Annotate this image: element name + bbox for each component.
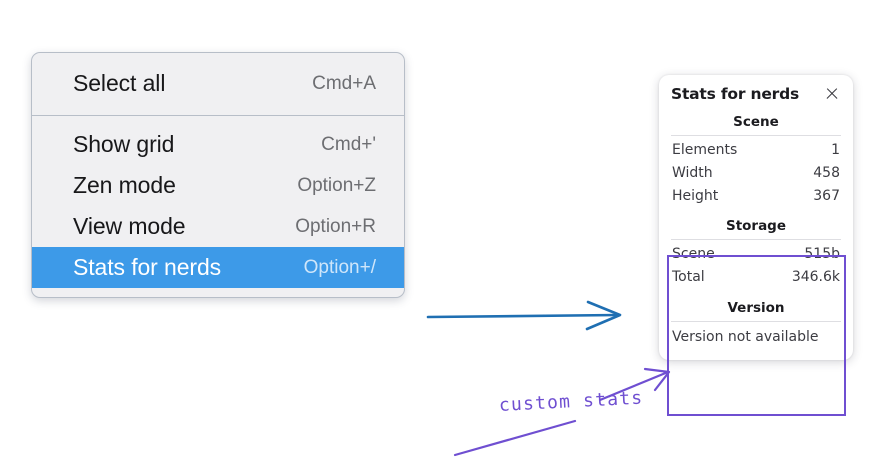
stats-section-storage: Storage Scene 515b Total 346.6k — [671, 216, 841, 289]
stat-value: 458 — [813, 165, 840, 181]
section-divider — [671, 239, 841, 240]
stat-row-total-storage: Total 346.6k — [671, 266, 841, 289]
menu-item-select-all[interactable]: Select all Cmd+A — [32, 63, 404, 104]
menu-item-label: View mode — [73, 213, 186, 239]
stat-key: Total — [672, 269, 705, 285]
stat-row-scene-storage: Scene 515b — [671, 243, 841, 266]
stat-key: Width — [672, 165, 713, 181]
purple-tail-line — [453, 419, 577, 457]
annotation-callout-text: custom stats — [498, 387, 644, 416]
menu-item-label: Zen mode — [73, 172, 176, 198]
menu-item-label: Select all — [73, 70, 166, 96]
menu-item-show-grid[interactable]: Show grid Cmd+' — [32, 124, 404, 165]
menu-item-shortcut: Cmd+A — [312, 72, 376, 94]
stats-section-scene: Scene Elements 1 Width 458 Height 367 — [671, 112, 841, 208]
panel-header: Stats for nerds — [671, 85, 841, 103]
stat-key: Scene — [672, 246, 715, 262]
blue-arrow — [426, 300, 622, 331]
menu-item-view-mode[interactable]: View mode Option+R — [32, 206, 404, 247]
stats-for-nerds-panel: Stats for nerds Scene Elements 1 Width 4… — [659, 75, 853, 360]
menu-item-shortcut: Option+/ — [303, 256, 376, 278]
context-menu[interactable]: Select all Cmd+A Show grid Cmd+' Zen mod… — [31, 52, 405, 298]
menu-item-shortcut: Option+Z — [297, 174, 376, 196]
stat-key: Elements — [672, 142, 738, 158]
stat-value: 367 — [813, 188, 840, 204]
stats-section-version: Version Version not available — [671, 298, 841, 348]
menu-item-label: Show grid — [73, 131, 175, 157]
stat-row-elements: Elements 1 — [671, 139, 841, 162]
stat-key: Height — [672, 188, 719, 204]
menu-item-zen-mode[interactable]: Zen mode Option+Z — [32, 165, 404, 206]
stat-value: 346.6k — [791, 269, 840, 285]
menu-group-1: Select all Cmd+A — [32, 53, 404, 115]
section-title-version: Version — [727, 300, 785, 316]
section-divider — [671, 135, 841, 136]
stat-value: 515b — [804, 246, 840, 262]
menu-item-stats-for-nerds[interactable]: Stats for nerds Option+/ — [32, 247, 404, 288]
stat-row-width: Width 458 — [671, 162, 841, 185]
close-icon[interactable] — [824, 86, 840, 102]
menu-item-label: Stats for nerds — [73, 254, 222, 280]
section-divider — [671, 321, 841, 322]
menu-item-shortcut: Option+R — [295, 215, 376, 237]
menu-item-shortcut: Cmd+' — [321, 133, 376, 155]
section-title-scene: Scene — [733, 114, 779, 130]
panel-title: Stats for nerds — [671, 85, 800, 103]
section-title-storage: Storage — [725, 218, 787, 234]
menu-separator — [32, 115, 404, 116]
menu-group-2: Show grid Cmd+' Zen mode Option+Z View m… — [32, 116, 404, 297]
version-value: Version not available — [672, 329, 819, 345]
stat-row-height: Height 367 — [671, 185, 841, 208]
stat-value: 1 — [831, 142, 840, 158]
